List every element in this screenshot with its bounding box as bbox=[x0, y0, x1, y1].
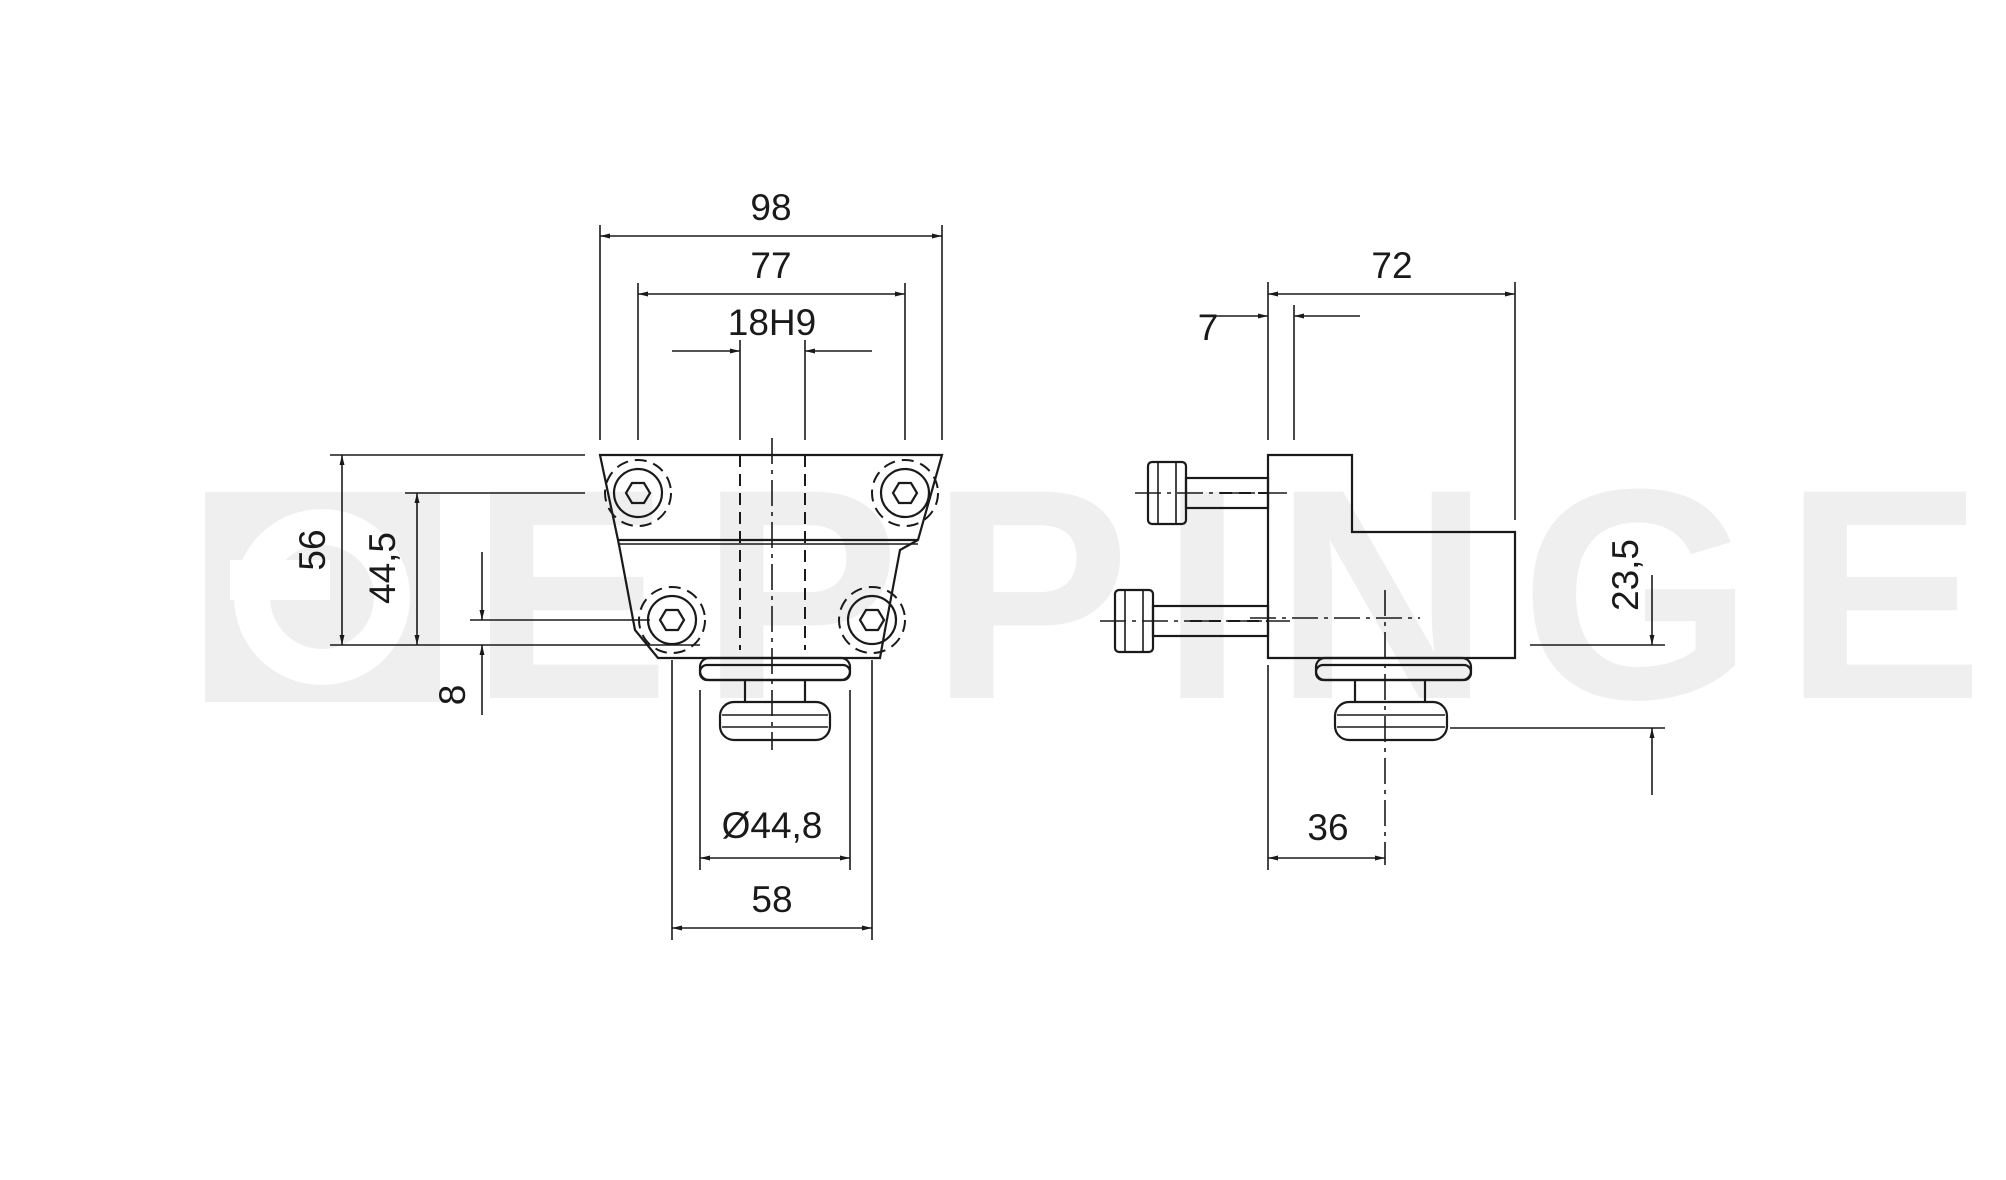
front-view-body bbox=[598, 438, 944, 750]
dimension-label-7: 7 bbox=[1198, 307, 1219, 348]
dimension-label-98: 98 bbox=[750, 187, 791, 228]
dimension-8: 8 bbox=[432, 552, 650, 715]
dimension-label-72: 72 bbox=[1371, 245, 1412, 286]
dimension-diameter-44-8: Ø44,8 bbox=[699, 690, 851, 870]
dimension-36: 36 bbox=[1267, 665, 1385, 870]
dimension-label-diameter: Ø44,8 bbox=[722, 805, 823, 846]
dimension-44-5: 44,5 bbox=[362, 492, 585, 645]
eppinger-watermark: EPPINGER bbox=[205, 426, 2006, 762]
dimension-72: 72 bbox=[1267, 245, 1516, 520]
dimension-98: 98 bbox=[599, 187, 943, 440]
side-bolt-lower bbox=[1100, 588, 1290, 654]
dimension-label-44-5: 44,5 bbox=[362, 532, 403, 604]
dimension-label-23-5: 23,5 bbox=[1605, 539, 1646, 611]
side-view-body bbox=[1250, 453, 1517, 865]
watermark-text: EPPINGER bbox=[470, 426, 2006, 762]
dimension-23-5: 23,5 bbox=[1450, 539, 1665, 795]
eppinger-logo-mark bbox=[205, 492, 440, 702]
dimension-label-56: 56 bbox=[292, 529, 333, 570]
dimension-label-18h9: 18H9 bbox=[728, 302, 816, 343]
dimension-18h9: 18H9 bbox=[672, 302, 872, 440]
dimension-label-58: 58 bbox=[751, 879, 792, 920]
dimension-label-8: 8 bbox=[432, 685, 473, 706]
front-view: 98 77 18H9 56 44,5 bbox=[292, 187, 944, 940]
dimension-56: 56 bbox=[292, 454, 700, 646]
dimension-58: 58 bbox=[671, 660, 873, 940]
bolt-top-left bbox=[604, 459, 672, 527]
bolt-bottom-right bbox=[838, 586, 906, 654]
side-view: 72 7 23,5 36 bbox=[1100, 245, 1665, 870]
dimension-label-36: 36 bbox=[1307, 807, 1348, 848]
bolt-top-right bbox=[871, 459, 939, 527]
dimension-label-77: 77 bbox=[750, 245, 791, 286]
dimension-7: 7 bbox=[1198, 305, 1360, 440]
dimension-77: 77 bbox=[637, 245, 906, 440]
side-bolt-upper bbox=[1135, 460, 1290, 526]
